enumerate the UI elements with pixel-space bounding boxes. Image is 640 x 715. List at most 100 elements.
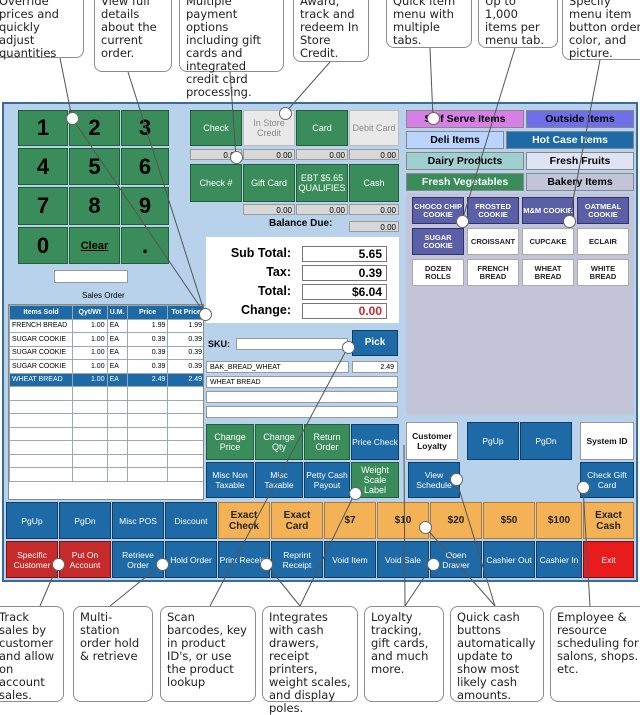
pointer-dot [52,558,65,571]
sku-label: SKU: [208,339,230,349]
gift-card-button[interactable]: Gift Card [243,164,295,202]
table-row[interactable]: SUGAR COOKIE 1.00 EA 0.39 0.39 [9,345,203,360]
item-cupcake[interactable]: CUPCAKE [522,228,574,255]
tab-hot-case-items[interactable]: Hot Case Items [506,131,634,149]
void-sale-button[interactable]: Void Sale [377,541,429,578]
exact-cash-button[interactable]: Exact Cash [583,502,634,539]
misc-taxable-button[interactable]: Misc Taxable [255,462,303,498]
keypad-1[interactable]: 1 [18,110,68,146]
cash-100-button[interactable]: $100 [536,502,582,539]
keypad-6[interactable]: 6 [121,148,169,185]
keypad-decimal[interactable]: . [121,227,169,264]
retrieve-order-button[interactable]: Retrieve Order [112,541,164,578]
cell-tot: 2.49 [167,372,203,387]
keypad-3[interactable]: 3 [121,110,169,146]
item-white-bread[interactable]: WHITE BREAD [577,259,629,286]
debit-card-button[interactable]: Debit Card [349,110,399,146]
check-gift-card-button[interactable]: Check Gift Card [580,462,634,498]
cell-um: EA [106,332,128,347]
specific-customer-button[interactable]: Specific Customer [6,541,58,578]
check-number-button[interactable]: Check # [190,164,242,202]
void-item-button[interactable]: Void Item [324,541,376,578]
item-french-bread[interactable]: FRENCH BREAD [467,259,519,286]
tab-deli-items[interactable]: Deli Items [406,131,504,149]
discount-button[interactable]: Discount [165,502,217,539]
hold-order-button[interactable]: Hold Order [165,541,217,578]
table-row-selected[interactable]: WHEAT BREAD 1.00 EA 2.49 2.49 [9,372,203,387]
tab-dairy-products[interactable]: Dairy Products [406,152,524,170]
item-dozen-rolls[interactable]: DOZEN ROLLS [412,259,464,286]
pointer-dot [199,308,212,321]
pointer-dot [349,487,362,500]
balance-due-value: 0.00 [349,221,399,232]
cash-7-button[interactable]: $7 [324,502,376,539]
cell-um: EA [106,345,128,360]
tab-bakery-items[interactable]: Bakery Items [526,173,634,191]
keypad-8[interactable]: 8 [69,187,120,225]
callout-override-prices: Override prices and quickly adjust quant… [0,0,84,60]
tab-self-serve-items[interactable]: Self Serve Items [406,110,524,128]
table-row[interactable]: SUGAR COOKIE 1.00 EA 0.39 0.39 [9,332,203,347]
col-um[interactable]: U.M. [106,305,128,320]
items-pgup-button[interactable]: PgUp [467,422,519,460]
item-eclair[interactable]: ECLAIR [577,228,629,255]
misc-pos-button[interactable]: Misc POS [112,502,164,539]
cash-10-button[interactable]: $10 [377,502,429,539]
price-check-button[interactable]: Price Check [351,424,399,460]
item-wheat-bread[interactable]: WHEAT BREAD [522,259,574,286]
tab-fresh-vegetables[interactable]: Fresh Vegetables [406,173,524,191]
item-choco-chip-cookie[interactable]: CHOCO CHIP COOKIE [412,197,464,224]
petty-cash-payout-button[interactable]: Petty Cash Payout [304,462,350,498]
order-pgup-button[interactable]: PgUp [6,502,58,539]
card-button[interactable]: Card [296,110,348,146]
exact-card-button[interactable]: Exact Card [271,502,323,539]
cash-20-button[interactable]: $20 [430,502,482,539]
reprint-receipt-button[interactable]: Reprint Receipt [271,541,323,578]
item-oatmeal-cookie[interactable]: OATMEAL COOKIE [577,197,629,224]
cash-50-button[interactable]: $50 [483,502,535,539]
keypad-5[interactable]: 5 [69,148,120,185]
item-frosted-cookie[interactable]: FROSTED COOKIE [467,197,519,224]
item-sugar-cookie[interactable]: SUGAR COOKIE [412,228,464,255]
cashier-in-button[interactable]: Cashier In [536,541,582,578]
keypad-4[interactable]: 4 [18,148,68,185]
cell-qty: 1.00 [72,372,108,387]
subtotal-label: Sub Total: [230,246,291,260]
cell-qty: 1.00 [72,318,108,333]
check-button[interactable]: Check [190,110,242,146]
callout-integrates: Integrates with cash drawers, receipt pr… [262,606,358,715]
cell-price: 0.39 [126,359,169,374]
exact-check-button[interactable]: Exact Check [218,502,270,539]
col-items-sold[interactable]: Items Sold [9,305,74,320]
keypad-9[interactable]: 9 [121,187,169,225]
exit-button[interactable]: Exit [583,541,634,578]
misc-non-taxable-button[interactable]: Misc Non Taxable [206,462,254,498]
system-id-button[interactable]: System ID [580,422,634,460]
col-qty[interactable]: Qyt/Wt [72,305,108,320]
order-pgdn-button[interactable]: PgDn [59,502,111,539]
return-order-button[interactable]: Return Order [304,424,350,460]
keypad-clear[interactable]: Clear [69,227,120,264]
col-price[interactable]: Price [126,305,169,320]
change-price-button[interactable]: Change Price [206,424,254,460]
table-row[interactable]: SUGAR COOKIE 1.00 EA 0.39 0.39 [9,359,203,374]
put-on-account-button[interactable]: Put On Account [59,541,111,578]
table-row[interactable]: FRENCH BREAD 1.00 EA 1.99 1.99 [9,318,203,333]
tab-fresh-fruits[interactable]: Fresh Fruits [526,152,634,170]
pick-button[interactable]: Pick [352,330,398,356]
keypad-7[interactable]: 7 [18,187,68,225]
items-pgdn-button[interactable]: PgDn [520,422,572,460]
tab-outside-items[interactable]: Outside Items [526,110,634,128]
cashier-out-button[interactable]: Cashier Out [483,541,535,578]
cash-button[interactable]: Cash [349,164,399,202]
keypad-0[interactable]: 0 [18,227,68,264]
change-qty-button[interactable]: Change Qty [255,424,303,460]
customer-loyalty-button[interactable]: Customer Loyalty [406,422,458,460]
sku-input[interactable] [236,338,348,350]
callout-payment-options: Multiple payment options including gift … [179,0,284,99]
cell-tot: 1.99 [167,318,203,333]
quantity-input[interactable] [54,270,128,283]
callout-scan-barcodes: Scan barcodes, key in product ID's, or u… [160,606,256,702]
ebt-button[interactable]: EBT $5.65 QUALIFIES [296,164,348,202]
item-croissant[interactable]: CROISSANT [467,228,519,255]
